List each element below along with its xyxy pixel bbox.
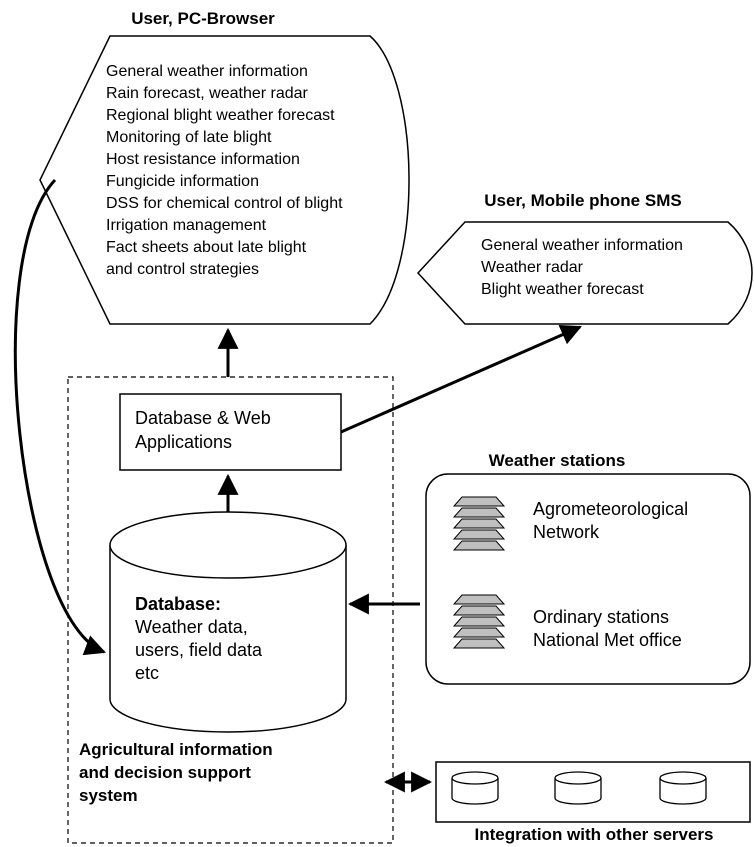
- pc-browser-item: Regional blight weather forecast: [106, 107, 335, 124]
- database-line: etc: [135, 663, 159, 683]
- ordinary-stations-label-line: Ordinary stations: [533, 607, 669, 627]
- web-applications-label-line: Database & Web: [135, 408, 271, 428]
- system-boundary: [67, 376, 394, 844]
- mobile-items: General weather information Weather rada…: [481, 237, 683, 298]
- pc-browser-title: User, PC-Browser: [131, 9, 275, 28]
- mobile-display-shape: [416, 221, 753, 325]
- weather-stations-box: [425, 473, 751, 685]
- agro-network-label-line: Agrometeorological: [533, 499, 688, 519]
- database-heading: Database:: [135, 594, 221, 614]
- pc-browser-item: Rain forecast, weather radar: [106, 85, 309, 102]
- server-icon: [554, 771, 602, 805]
- mobile-item: Blight weather forecast: [481, 281, 644, 298]
- pc-browser-display-shape: [39, 35, 410, 325]
- database-line: users, field data: [135, 640, 263, 660]
- arrow-web-apps-to-mobile: [340, 324, 582, 434]
- other-servers-title: Integration with other servers: [475, 825, 714, 844]
- pc-browser-item: Fungicide information: [106, 173, 259, 190]
- pc-browser-item: and control strategies: [106, 261, 259, 278]
- system-label-line: and decision support: [79, 763, 251, 782]
- pc-browser-item: General weather information: [106, 63, 308, 80]
- agrometeorological-station-icon: [452, 496, 506, 551]
- web-applications-label-line: Applications: [135, 432, 232, 452]
- system-label-line: Agricultural information: [79, 740, 273, 759]
- mobile-item: Weather radar: [481, 259, 584, 276]
- agro-network-label-line: Network: [533, 522, 600, 542]
- mobile-item: General weather information: [481, 237, 683, 254]
- curve-pc-browser-to-database: [13, 178, 106, 656]
- pc-browser-item: Host resistance information: [106, 151, 300, 168]
- pc-browser-item: Irrigation management: [106, 217, 267, 234]
- web-applications-box: [119, 393, 342, 471]
- weather-stations-title: Weather stations: [489, 451, 626, 470]
- database-cylinder: [109, 511, 347, 733]
- pc-browser-items: General weather information Rain forecas…: [106, 63, 343, 278]
- database-line: Weather data,: [135, 617, 248, 637]
- pc-browser-item: DSS for chemical control of blight: [106, 195, 343, 212]
- ordinary-station-icon: [452, 594, 506, 649]
- pc-browser-item: Fact sheets about late blight: [106, 239, 307, 256]
- server-icon: [451, 771, 499, 805]
- server-icon: [659, 771, 707, 805]
- pc-browser-item: Monitoring of late blight: [106, 129, 272, 146]
- system-label-line: system: [79, 786, 138, 805]
- ordinary-stations-label-line: National Met office: [533, 630, 682, 650]
- mobile-title: User, Mobile phone SMS: [484, 191, 681, 210]
